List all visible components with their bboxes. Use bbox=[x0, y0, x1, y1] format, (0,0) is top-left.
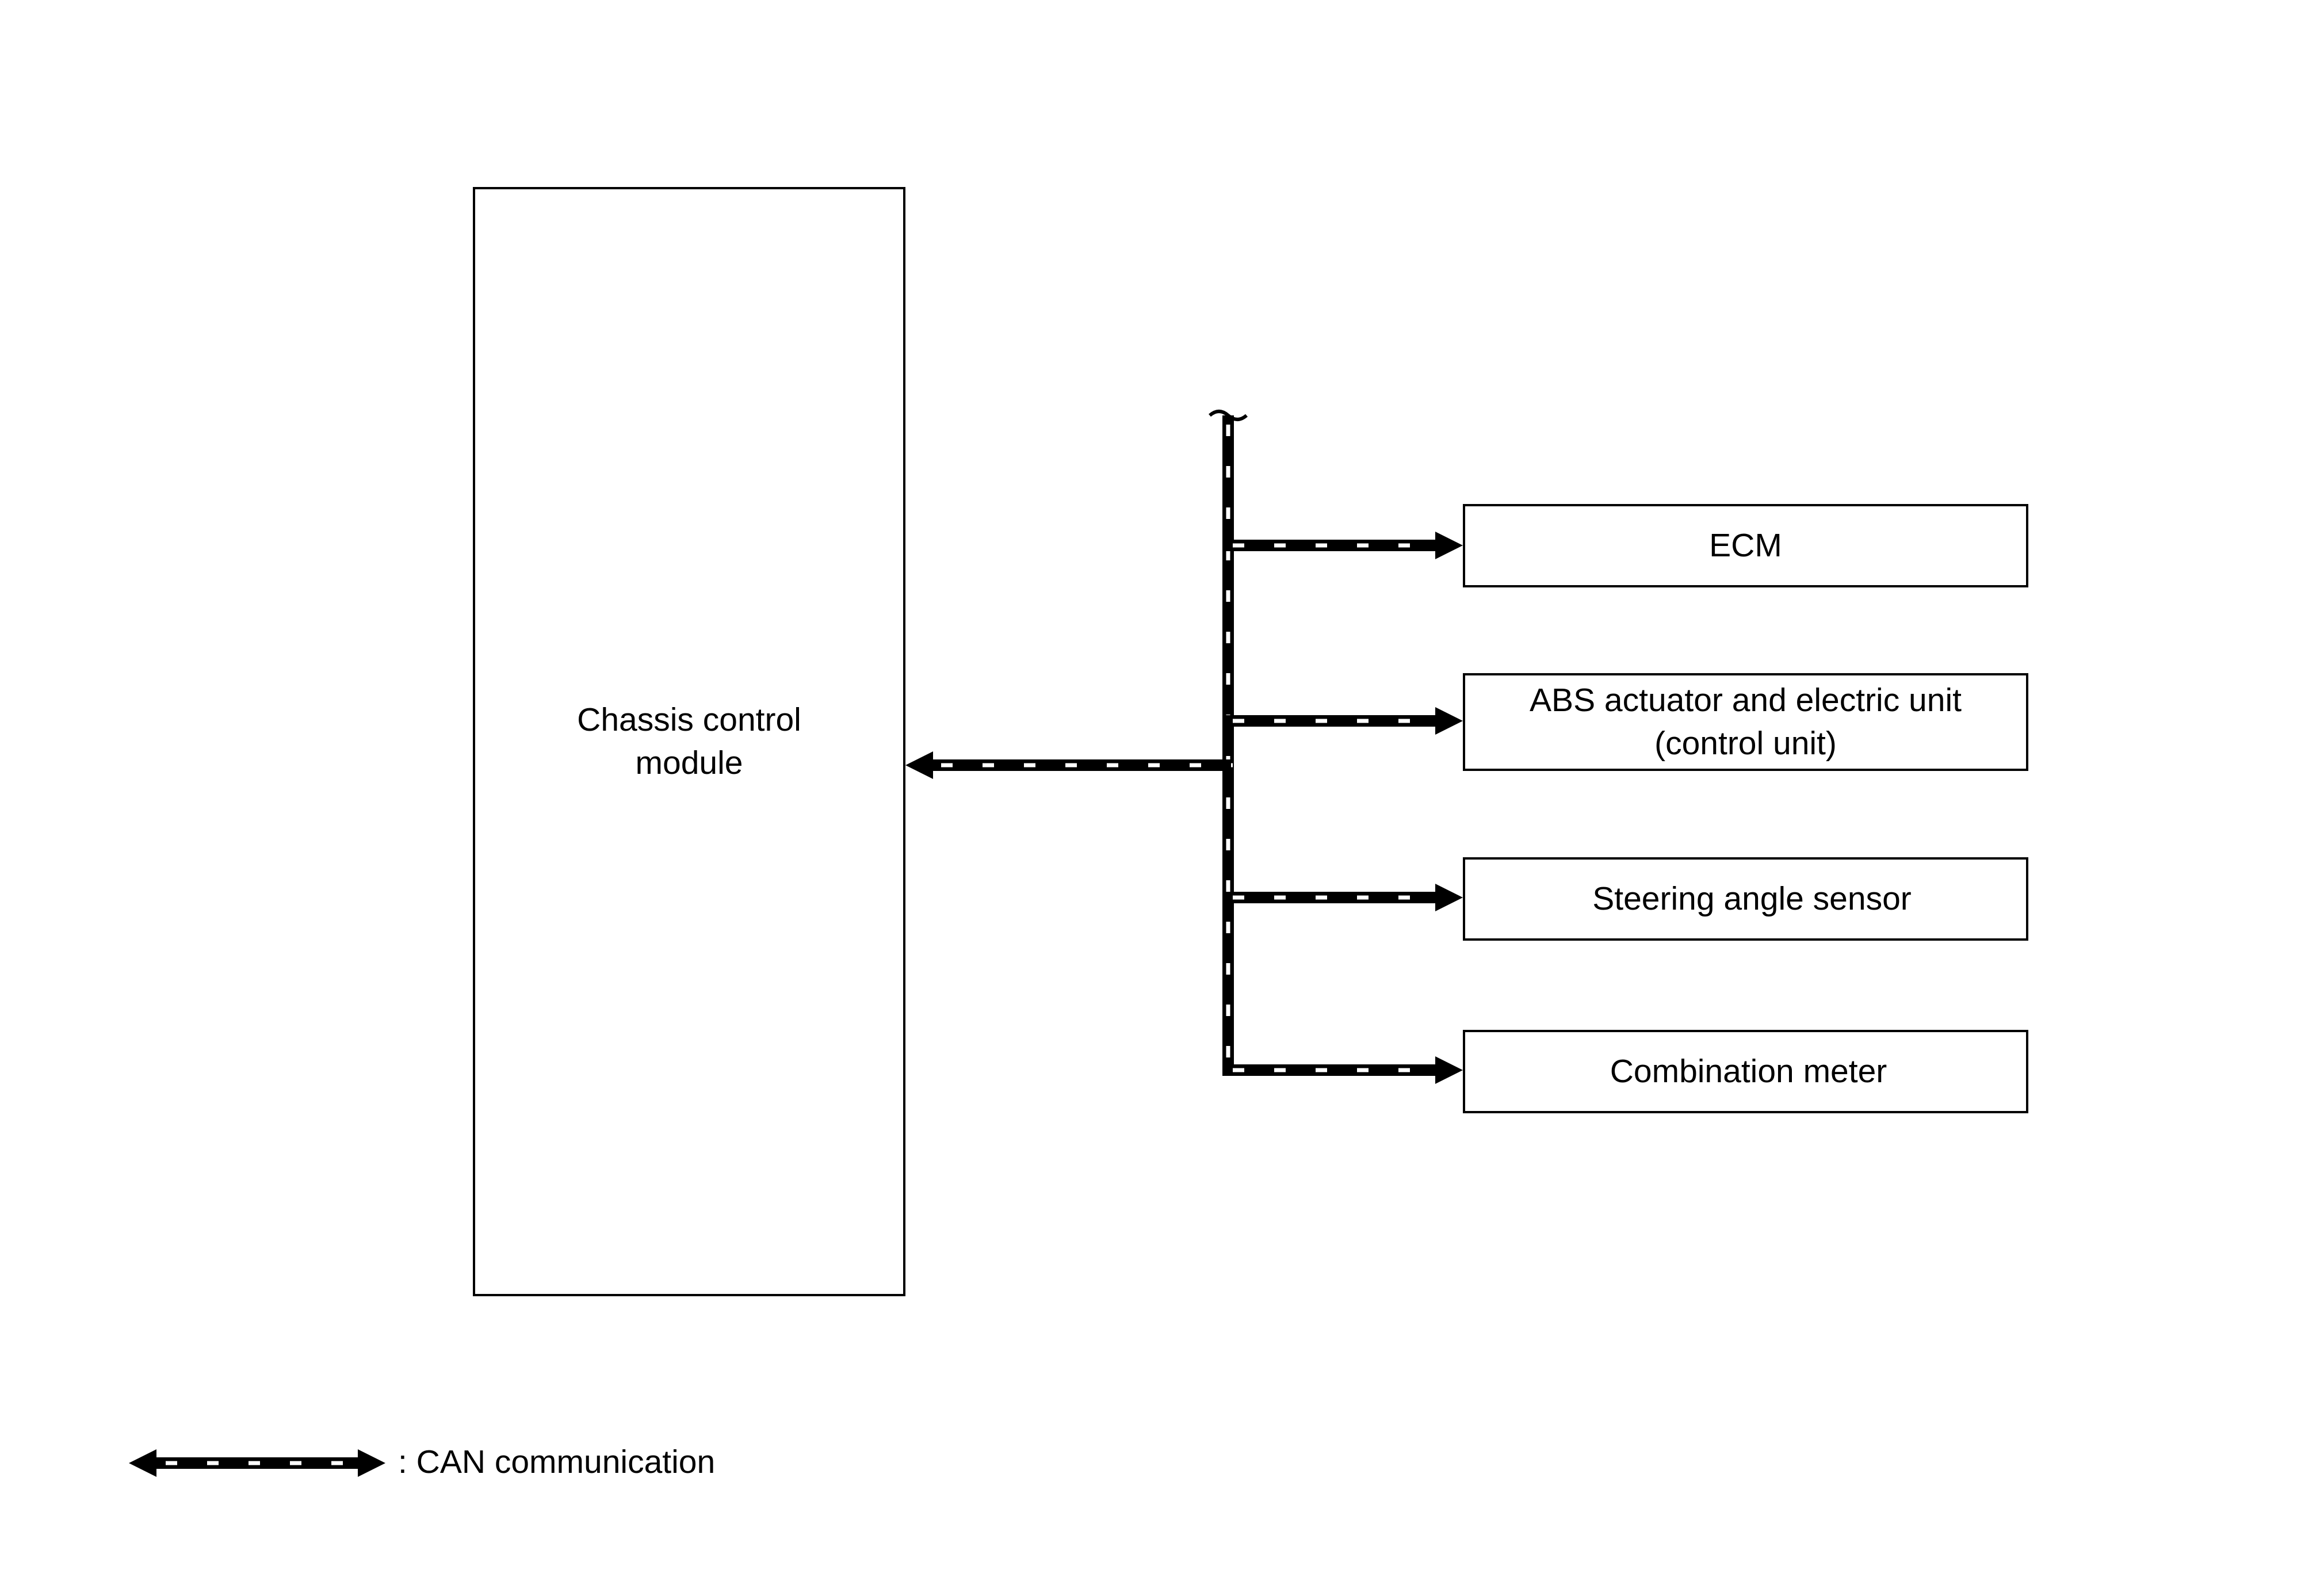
arrowhead-to-ecm bbox=[1435, 532, 1463, 559]
chassis-control-module-label-line-2: module bbox=[635, 744, 743, 781]
combination-meter-label: Combination meter bbox=[1610, 1053, 1887, 1090]
chassis-control-module-box: Chassis control module bbox=[473, 187, 905, 1296]
steering-angle-sensor-label: Steering angle sensor bbox=[1592, 880, 1912, 917]
chassis-control-module-label-line-1: Chassis control bbox=[577, 701, 801, 738]
arrowhead-to-abs bbox=[1435, 707, 1463, 735]
ecm-box: ECM bbox=[1463, 504, 2028, 587]
arrowhead-to-steering bbox=[1435, 884, 1463, 911]
bus-break-mark bbox=[1209, 410, 1248, 421]
arrowhead-to-meter bbox=[1435, 1056, 1463, 1084]
arrowhead-to-chassis-control-module bbox=[905, 751, 933, 779]
abs-actuator-box: ABS actuator and electric unit (control … bbox=[1463, 673, 2028, 771]
abs-actuator-label-line-2: (control unit) bbox=[1654, 725, 1837, 762]
steering-angle-sensor-box: Steering angle sensor bbox=[1463, 857, 2028, 941]
abs-actuator-label-line-1: ABS actuator and electric unit bbox=[1530, 682, 1962, 719]
legend-can-communication-label: : CAN communication bbox=[398, 1444, 716, 1480]
ecm-label: ECM bbox=[1709, 527, 1782, 564]
combination-meter-box: Combination meter bbox=[1463, 1030, 2028, 1113]
legend-arrowhead-left bbox=[129, 1449, 156, 1477]
legend-arrowhead-right bbox=[358, 1449, 385, 1477]
